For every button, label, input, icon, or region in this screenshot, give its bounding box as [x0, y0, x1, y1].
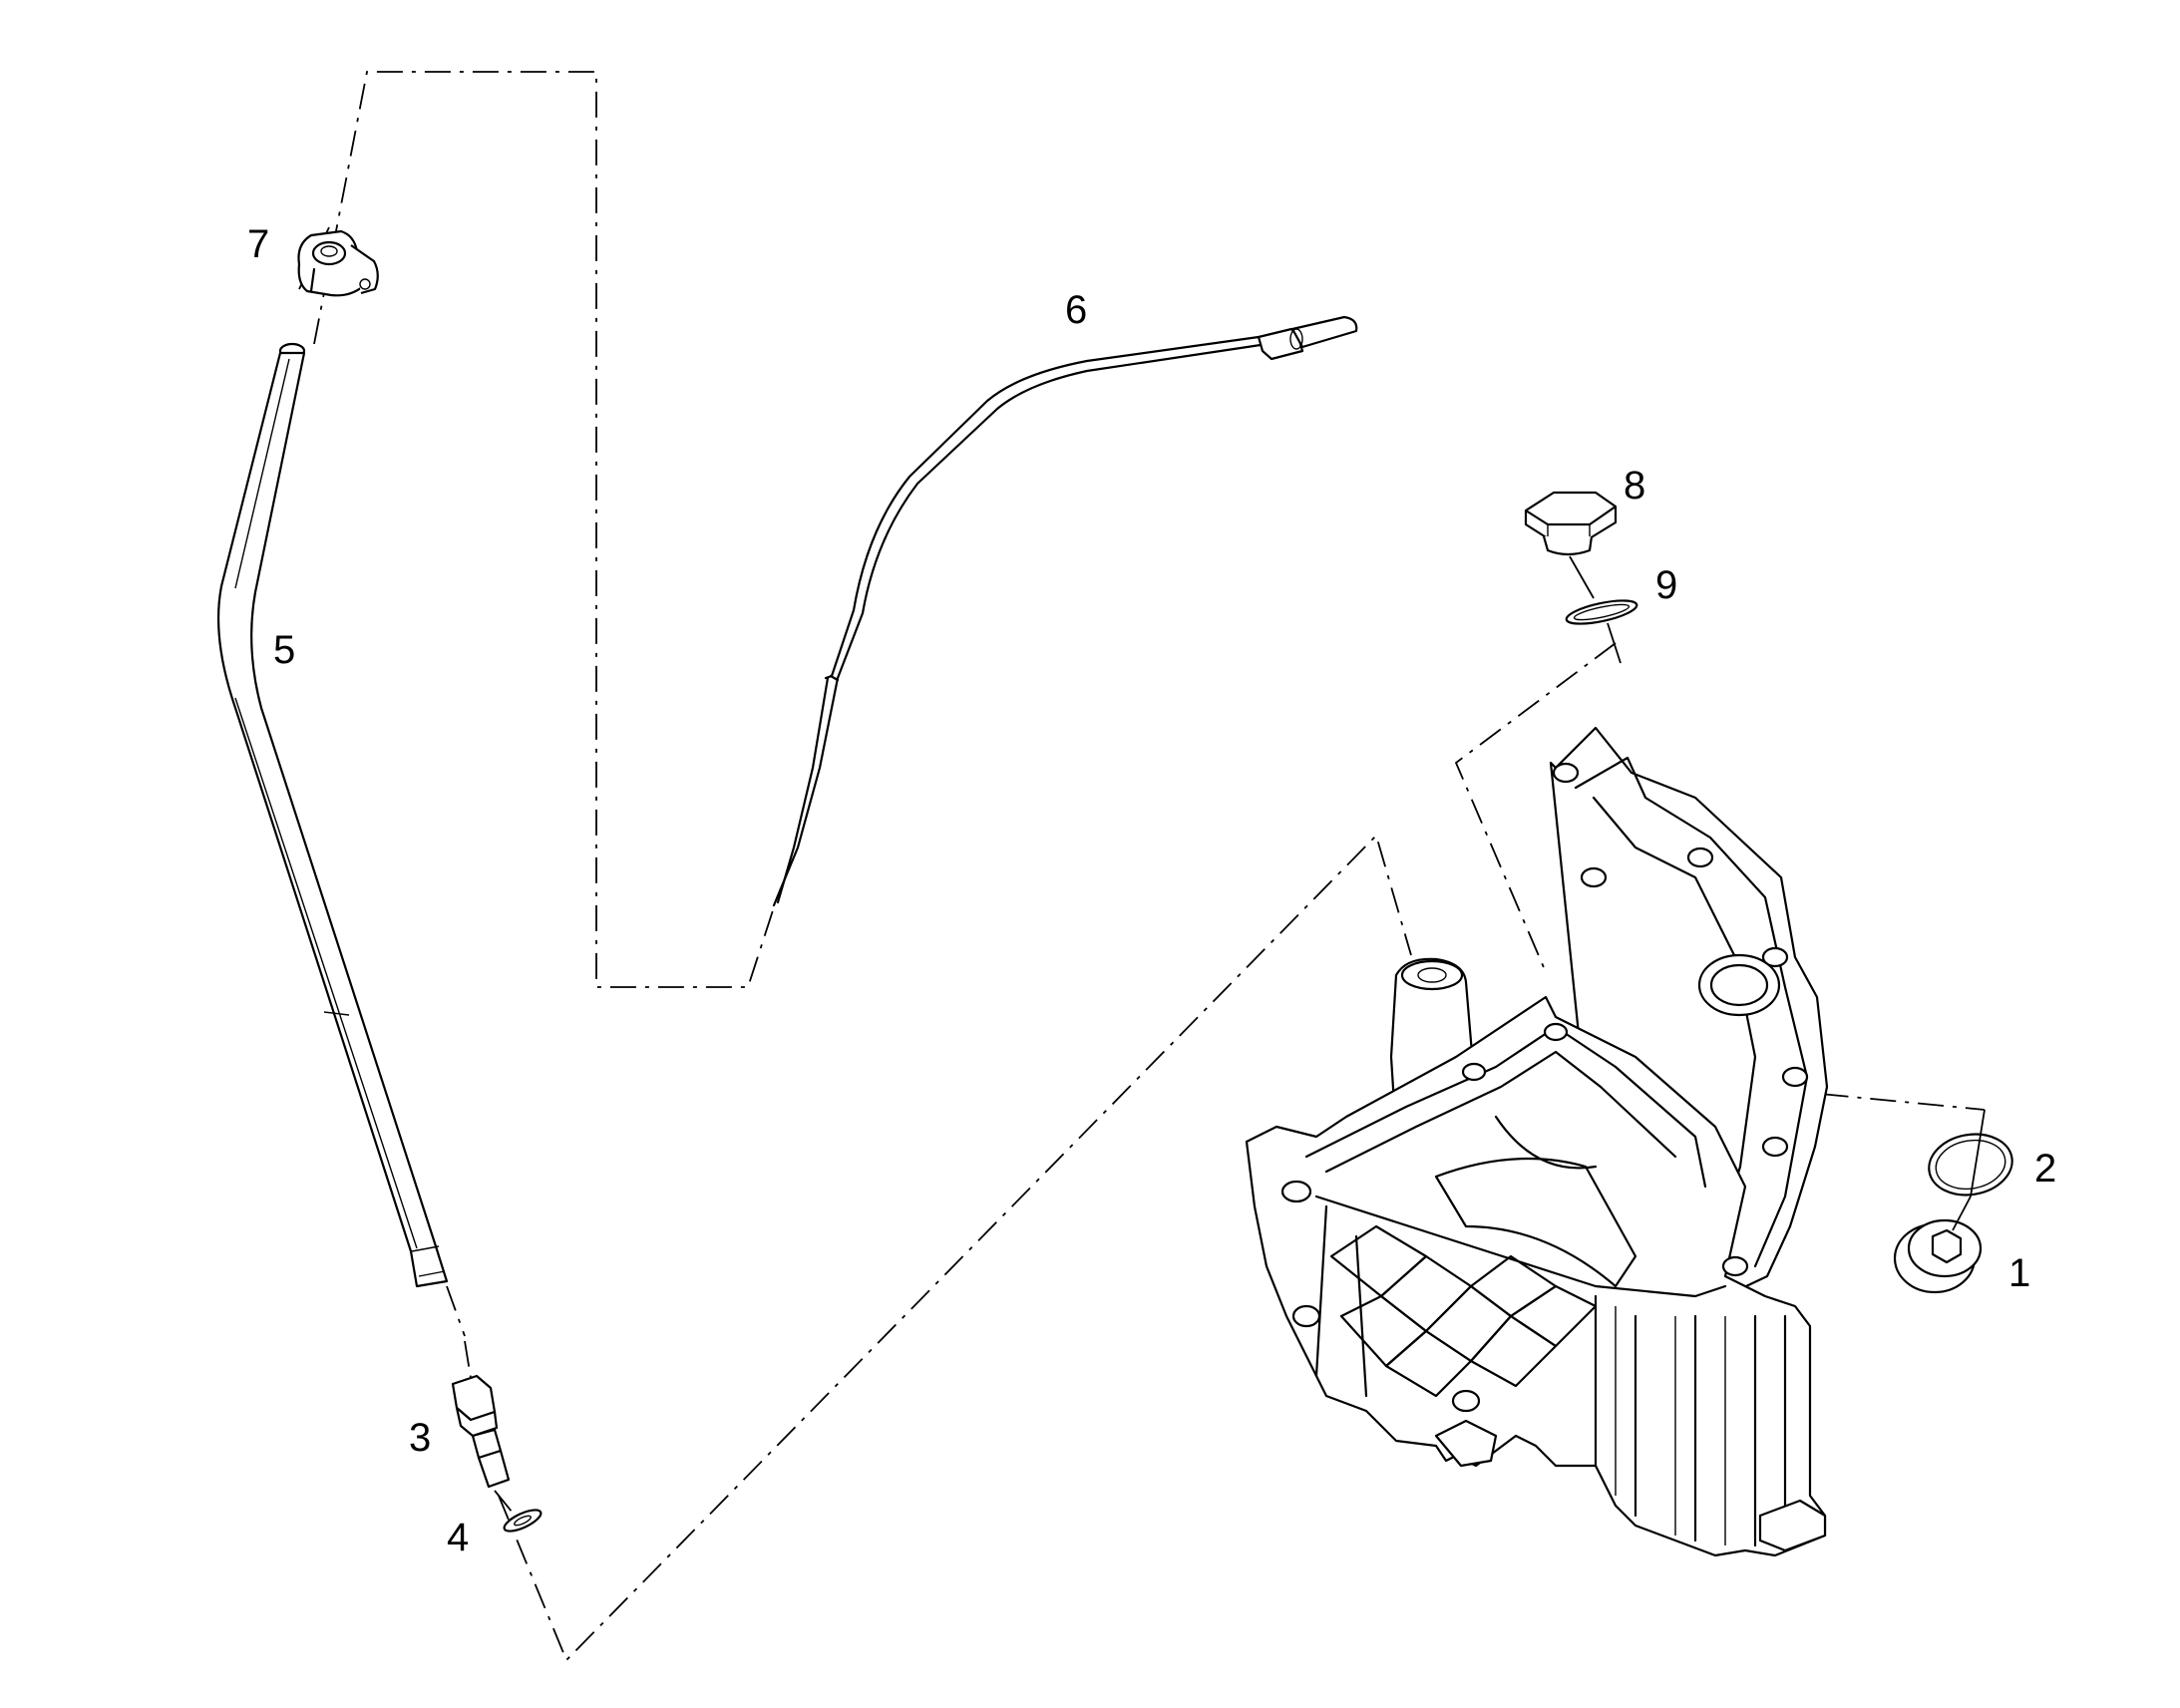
callout-6: 6 [1065, 288, 1087, 332]
adapter-part [451, 1340, 511, 1489]
o-ring-part [1928, 1109, 2013, 1197]
oil-pan-housing [1245, 726, 1829, 1557]
callout-2: 2 [2034, 1147, 2056, 1191]
guide-tube-part [217, 342, 449, 1288]
guide-line-tube-to-adapter [446, 1285, 466, 1337]
guide-line-adapter-to-pan [498, 834, 1412, 1662]
callout-3: 3 [409, 1416, 431, 1460]
callout-8: 8 [1624, 464, 1645, 508]
callout-5: 5 [273, 628, 295, 672]
drain-plug-part [1893, 1196, 1983, 1294]
washer-part [494, 1490, 543, 1533]
clip-part [297, 229, 379, 297]
sealing-ring-part [1565, 599, 1638, 664]
dipstick-part [772, 315, 1358, 907]
callout-labels: 1 2 3 4 5 6 7 8 9 [247, 222, 2056, 1559]
bolt-holes [1280, 762, 1809, 1413]
filler-plug-part [1524, 491, 1618, 599]
callout-1: 1 [2008, 1251, 2030, 1295]
guide-line-clip-to-dipstick [313, 71, 775, 988]
callout-9: 9 [1655, 563, 1677, 607]
guide-line-drain-plug [1726, 1084, 1986, 1111]
callout-7: 7 [247, 222, 269, 266]
callout-4: 4 [447, 1516, 469, 1559]
guide-line-filler-plug [1454, 642, 1617, 973]
